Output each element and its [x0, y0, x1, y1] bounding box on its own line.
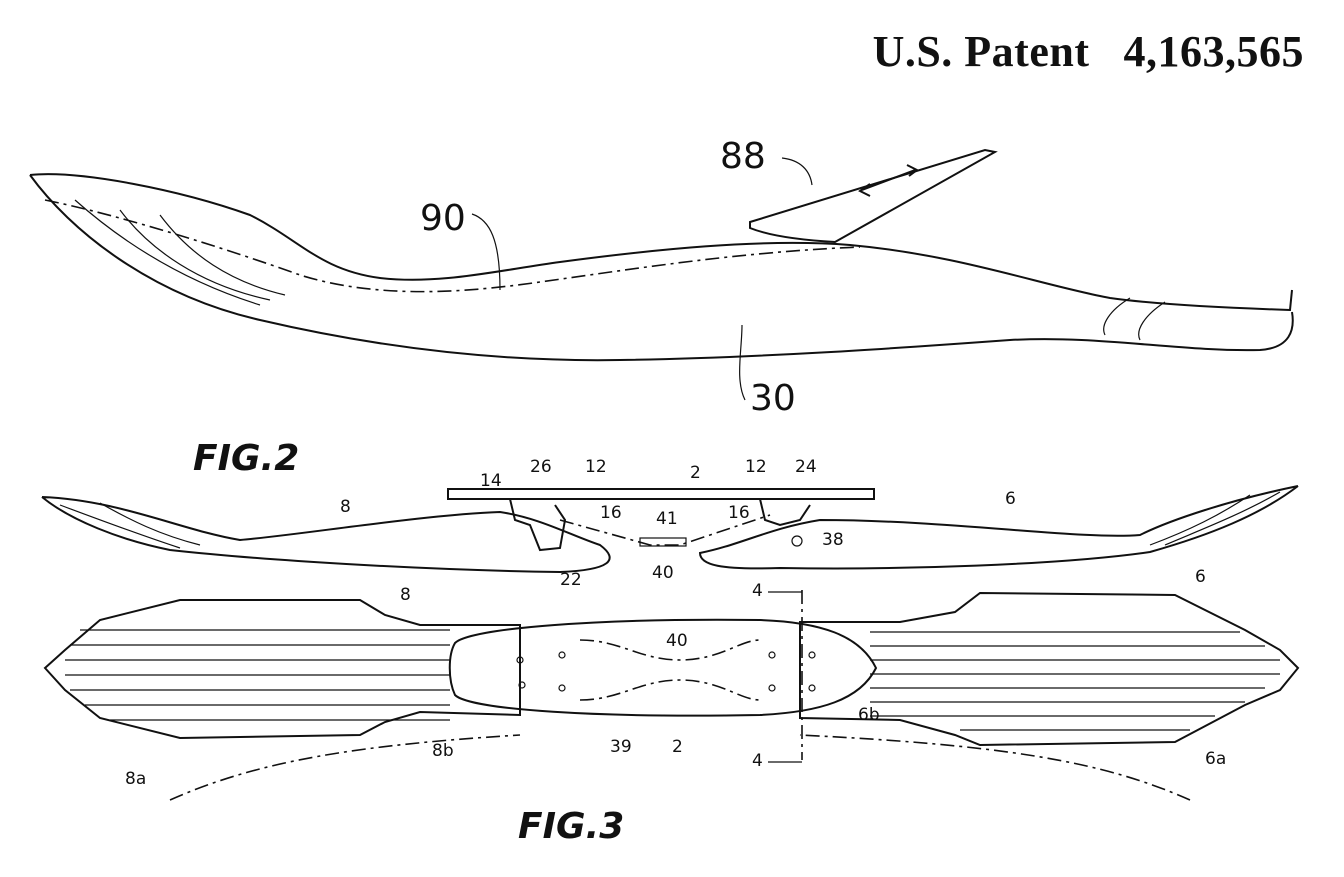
fig3-ref-41: 41: [656, 509, 678, 529]
fig3-ref-40-side: 40: [652, 563, 674, 583]
fig3-ref-6-side: 6: [1005, 489, 1016, 509]
fig3-ref-4-lower: 4: [752, 751, 763, 771]
fig2-ref-30: 30: [750, 378, 796, 419]
fig2-board-88-arrow: [860, 165, 917, 196]
fig2-leader-30: [740, 325, 745, 400]
fig2-front-rib-3: [160, 215, 285, 295]
fig3-ref-6b: 6b: [858, 705, 880, 725]
fig3-top-left-ski: [45, 600, 520, 738]
fig3-ref-16-right: 16: [728, 503, 750, 523]
fig3-ref-40-top: 40: [666, 631, 688, 651]
fig3-ref-12-right: 12: [745, 457, 767, 477]
fig3-platform-top: [450, 620, 876, 716]
fig3-ref-6a: 6a: [1205, 749, 1226, 769]
fig3-left-bracket: [510, 499, 565, 550]
fig3-ref-38: 38: [822, 530, 844, 550]
fig2-ref-90: 90: [420, 198, 466, 239]
fig3-ref-8-side: 8: [340, 497, 351, 517]
fig3-platform-bolts: [517, 652, 815, 691]
fig3-section-arrows: [768, 592, 802, 762]
fig3-caption: FIG.3: [518, 806, 624, 847]
fig3-ref-4-upper: 4: [752, 581, 763, 601]
fig2-caption: FIG.2: [193, 438, 299, 479]
fig3-ref-12-left: 12: [585, 457, 607, 477]
fig3-top-view: 8 6 40 2 39 4 4 6a 6b 8a 8b FIG.3: [45, 567, 1298, 847]
fig3-ref-24: 24: [795, 457, 817, 477]
fig2-ref-88: 88: [720, 136, 766, 177]
fig3-ref-2-bottom: 2: [672, 737, 683, 757]
fig2-ski-body: [30, 174, 1292, 310]
fig2-leader-88: [782, 158, 812, 185]
fig2-drawing: 88 90 30 FIG.2: [30, 136, 1293, 479]
fig3-right-bracket: [760, 499, 810, 525]
fig2-ski-bottom: [30, 175, 1293, 360]
fig3-pivot-38: [792, 536, 802, 546]
fig3-ref-8b: 8b: [432, 741, 454, 761]
fig3-ref-14: 14: [480, 471, 502, 491]
fig3-ref-2-top: 2: [690, 463, 701, 483]
fig3-ref-6-top: 6: [1195, 567, 1206, 587]
fig2-front-rib-2: [120, 210, 270, 300]
fig3-ref-16-left: 16: [600, 503, 622, 523]
fig2-tail-rib-2: [1139, 302, 1165, 340]
fig3-platform-2: [448, 489, 874, 499]
fig3-ref-39: 39: [610, 737, 632, 757]
fig3-ref-8-top: 8: [400, 585, 411, 605]
fig3-ref-26: 26: [530, 457, 552, 477]
fig2-tail-rib-1: [1104, 298, 1130, 335]
fig3-tip-ribs-right: [1150, 492, 1280, 545]
fig2-board-88: [750, 150, 995, 242]
fig3-ref-22: 22: [560, 570, 582, 590]
fig3-left-ski-8: [42, 497, 610, 572]
fig3-ref-8a: 8a: [125, 769, 146, 789]
fig2-leader-90: [472, 214, 500, 290]
